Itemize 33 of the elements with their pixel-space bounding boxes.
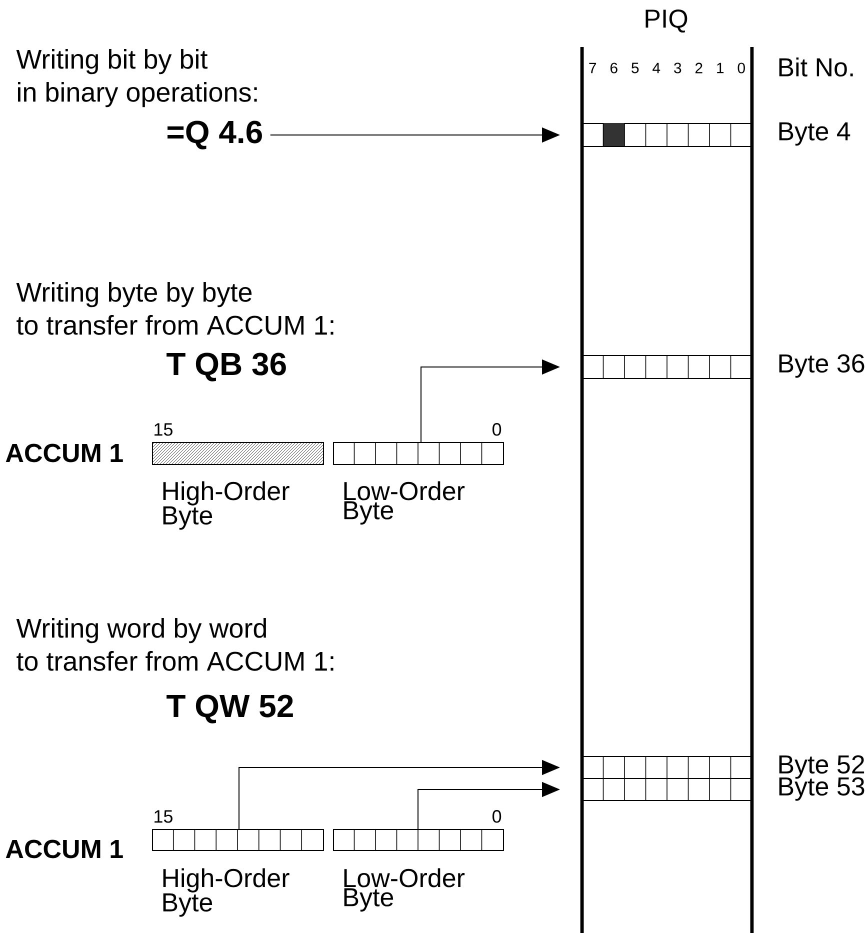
paragraph-text: Writing byte by byte to transfer from ACCUM 1: bbox=[16, 282, 334, 335]
paragraph-text: Writing bit by bit in binary operations: bbox=[16, 49, 257, 108]
bit-number: 2 bbox=[695, 62, 702, 74]
register-byte bbox=[582, 354, 753, 379]
byte-label: Byte 36 bbox=[779, 354, 864, 378]
register-byte bbox=[582, 756, 753, 779]
byte-label: High-Order Byte bbox=[163, 481, 290, 530]
byte-label: Low-Order Byte bbox=[344, 868, 465, 912]
bit-number: 0 bbox=[738, 62, 745, 74]
bit-number-heading: Bit No. bbox=[779, 57, 853, 77]
register-byte bbox=[582, 778, 753, 801]
bit-number: 5 bbox=[632, 62, 639, 74]
register-byte bbox=[582, 122, 753, 147]
register-byte bbox=[333, 828, 504, 851]
bit-number: 1 bbox=[717, 62, 724, 74]
column-title: PIQ bbox=[646, 9, 688, 33]
register-byte bbox=[333, 442, 504, 465]
instruction-text: T QW 52 bbox=[166, 694, 293, 724]
byte-label: Low-Order Byte bbox=[344, 481, 465, 525]
register-name: ACCUM 1 bbox=[6, 840, 123, 858]
byte-label: Byte 4 bbox=[779, 122, 850, 146]
byte-label: High-Order Byte bbox=[163, 868, 290, 917]
paragraph-text: Writing word by word to transfer from ACCUM 1: bbox=[16, 618, 334, 671]
register-byte bbox=[152, 828, 324, 851]
register-name: ACCUM 1 bbox=[6, 444, 123, 462]
instruction-text: T QB 36 bbox=[166, 352, 286, 382]
bit-number: 6 bbox=[610, 62, 618, 74]
bit-number: 3 bbox=[674, 62, 682, 74]
bit-number: 4 bbox=[652, 62, 660, 74]
bit-number: 7 bbox=[589, 62, 596, 74]
instruction-text: =Q 4.6 bbox=[168, 120, 262, 150]
register-byte bbox=[152, 442, 324, 465]
byte-label: Byte 53 bbox=[779, 777, 864, 801]
